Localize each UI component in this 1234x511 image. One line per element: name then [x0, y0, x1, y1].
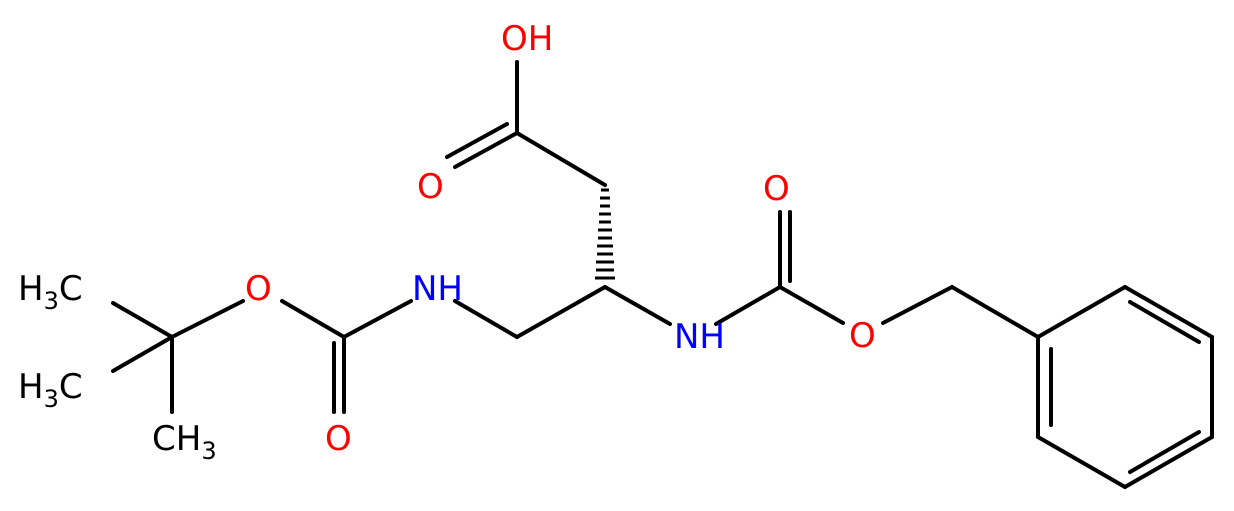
bond-cbz-c-o-ester: [778, 285, 845, 325]
atom-label-methyl-top: H3C: [18, 269, 83, 315]
bond-boc-c-o-ester: [280, 299, 346, 339]
atom-label-nh-boc: NH: [412, 269, 463, 309]
stereo-hash-wedge: [595, 188, 615, 280]
bond-chiral-nh-cbz: [603, 285, 672, 326]
atom-label-carbonyl-o-cbz: O: [763, 169, 790, 209]
bond-cbz-o-ch2: [881, 285, 954, 325]
atom-label-methyl-left: H3C: [18, 367, 83, 413]
atom-label-carbonyl-o-acid: O: [417, 167, 444, 207]
bond-tbu-methyl-top: [111, 301, 174, 339]
atom-label-ester-o-cbz: O: [849, 316, 876, 356]
bond-c-o-double-1: [453, 131, 519, 169]
ring-bond-4: [1123, 435, 1214, 489]
bond-nh-boc-carbonyl: [342, 299, 413, 339]
bond-ch2-phenyl: [950, 285, 1040, 339]
ring-bond-1: [1036, 285, 1127, 339]
atom-label-ester-o-boc: O: [245, 269, 272, 309]
atom-label-nh-cbz: NH: [674, 317, 725, 357]
ring-inner-bond-a: [1128, 300, 1201, 344]
bond-ch2-nh-boc: [453, 299, 519, 339]
atom-label-oh: OH: [501, 19, 553, 59]
ring-bond-2: [1123, 285, 1214, 339]
bond-nh-cbz-carbonyl: [714, 285, 782, 326]
bond-boc-o-tbu: [170, 299, 245, 339]
atom-label-carbonyl-o-boc: O: [325, 419, 352, 459]
bond-chiral-ch2-left: [515, 285, 607, 339]
bond-c-o-double-2: [445, 122, 509, 159]
bond-tbu-methyl-left: [111, 335, 174, 373]
atom-label-methyl-bottom: CH3: [152, 419, 217, 465]
ring-inner-bond-b: [1128, 430, 1201, 474]
bond-acid-ch2: [515, 131, 607, 187]
ring-bond-5: [1036, 435, 1127, 489]
